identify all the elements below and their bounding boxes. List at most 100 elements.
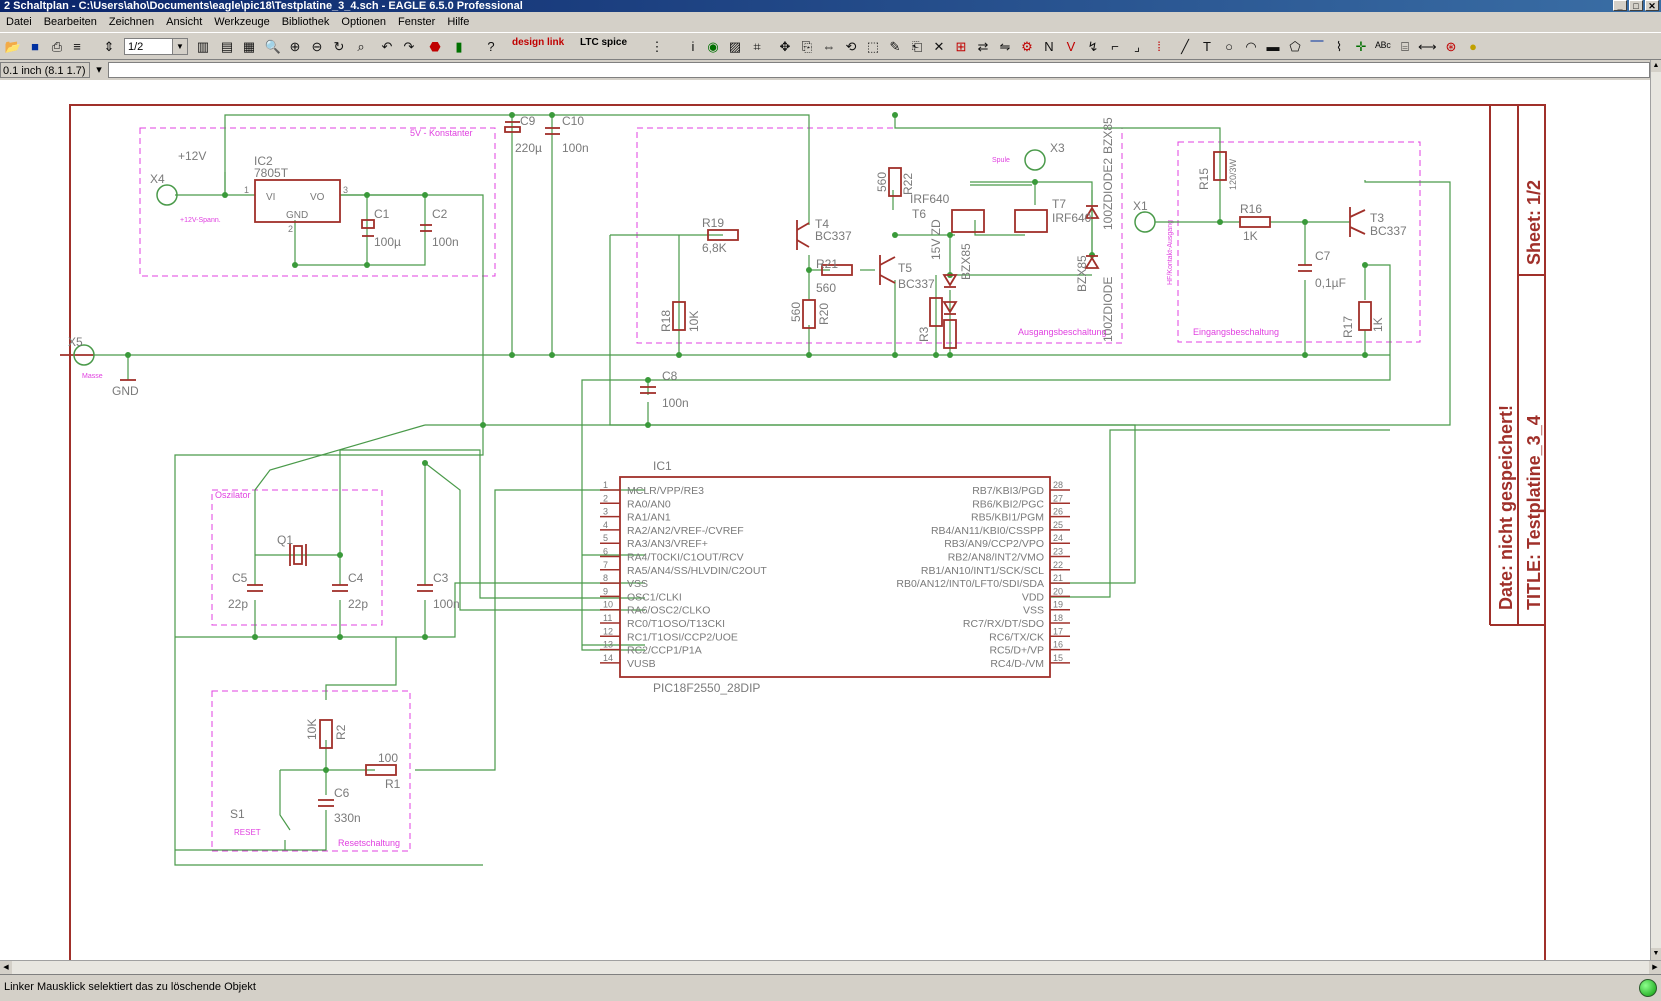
net-icon[interactable]: ⌇ [1335, 39, 1343, 54]
menu-ansicht[interactable]: Ansicht [166, 16, 203, 28]
help-icon[interactable]: ? [487, 39, 495, 54]
redraw-icon[interactable]: ↻ [333, 39, 345, 54]
dimension-icon[interactable]: ⟷ [1418, 39, 1437, 54]
zoom-in-icon[interactable]: ⊕ [289, 39, 301, 54]
scroll-up-icon[interactable]: ▲ [1651, 60, 1661, 72]
arc-icon[interactable]: ◠ [1245, 39, 1257, 54]
zoom-out-icon[interactable]: ⊖ [311, 39, 323, 54]
polygon-icon[interactable]: ⬠ [1289, 39, 1301, 54]
pic-pin-label: RB4/AN11/KBI0/CSSPP [931, 525, 1044, 537]
close-button[interactable]: ✕ [1645, 0, 1659, 11]
frame-sheet: Sheet: 1/2 [1524, 180, 1544, 265]
text-icon[interactable]: T [1203, 39, 1211, 54]
show-icon[interactable]: ◉ [707, 39, 719, 54]
pic-pin-label: RA0/AN0 [627, 498, 671, 510]
scroll-down-icon[interactable]: ▼ [1651, 948, 1661, 960]
delete-icon[interactable]: ✕ [933, 39, 945, 54]
pic-pin-label: RB7/KBI3/PGD [972, 485, 1044, 497]
schematic-canvas[interactable]: Date: nicht gespeichert! TITLE: Testplat… [0, 80, 1650, 960]
go-icon[interactable]: ▮ [455, 39, 463, 54]
script-icon[interactable]: ▤ [220, 39, 234, 54]
zoom-select-icon[interactable]: ⌕ [357, 39, 365, 54]
pic-pin-label: RC1/T1OSI/CCP2/UOE [627, 631, 738, 643]
group-icon[interactable]: ⬚ [866, 39, 880, 54]
sheet-select[interactable]: 1/2 ▼ [124, 38, 188, 55]
pinswap-icon[interactable]: ⇄ [977, 39, 989, 54]
menu-werkzeuge[interactable]: Werkzeuge [214, 16, 270, 28]
pin-vo: VO [310, 192, 325, 203]
ltc-spice-button[interactable]: LTC spice [580, 37, 628, 48]
wire-icon[interactable]: ╱ [1181, 39, 1189, 54]
menu-datei[interactable]: Datei [6, 16, 32, 28]
part-c10: C10 [562, 114, 584, 128]
zoom-fit-icon[interactable]: 🔍 [264, 39, 282, 54]
smash-icon[interactable]: ↯ [1087, 39, 1099, 54]
save-icon[interactable]: ■ [31, 39, 39, 54]
move-icon[interactable]: ✥ [779, 39, 791, 54]
part-t4-value: BC337 [815, 229, 852, 243]
minimize-button[interactable]: _ [1613, 0, 1627, 11]
open-icon[interactable]: 📂 [4, 39, 22, 54]
sheet-icon[interactable]: ⇕ [103, 39, 115, 54]
menu-zeichnen[interactable]: Zeichnen [108, 16, 155, 28]
part-r15: R15 [1197, 168, 1211, 190]
group-label-eingang: Eingangsbeschaltung [1193, 327, 1279, 337]
mark-icon[interactable]: ⌗ [753, 39, 761, 54]
invoke-icon[interactable]: ⁞ [1157, 39, 1161, 54]
library-icon[interactable]: ▥ [196, 39, 210, 54]
paste-icon[interactable]: ⎗ [911, 39, 923, 54]
attribute-icon[interactable]: ⌸ [1401, 39, 1409, 54]
part-t4: T4 [815, 217, 829, 231]
display-icon[interactable]: ▨ [728, 39, 742, 54]
scroll-right-icon[interactable]: ▶ [1649, 961, 1661, 974]
replace-icon[interactable]: ⇋ [999, 39, 1011, 54]
horizontal-scrollbar[interactable]: ◀ ▶ [0, 960, 1661, 974]
circle-icon[interactable]: ○ [1225, 39, 1233, 54]
warning-icon[interactable]: ● [1469, 39, 1477, 54]
name-icon[interactable]: N [1044, 39, 1054, 54]
split-icon[interactable]: ⌟ [1133, 39, 1141, 54]
part-c10-value: 100n [562, 141, 589, 155]
redo-icon[interactable]: ↷ [403, 39, 415, 54]
frame-date: Date: nicht gespeichert! [1496, 405, 1516, 610]
info-icon[interactable]: i [691, 39, 695, 54]
label-icon[interactable]: ᴬᴮᶜ [1375, 39, 1391, 54]
part-r18-value: 10K [687, 311, 701, 332]
stop-icon[interactable]: ⬣ [429, 39, 441, 54]
junction-icon[interactable]: ✛ [1355, 39, 1367, 54]
design-link-button[interactable]: design link [512, 37, 565, 48]
bus-icon[interactable]: ⎺ [1310, 39, 1324, 54]
erc-icon[interactable]: ⊛ [1445, 39, 1457, 54]
mirror-icon[interactable]: ⇔ [822, 39, 836, 54]
undo-icon[interactable]: ↶ [381, 39, 393, 54]
rect-icon[interactable]: ▬ [1266, 39, 1280, 54]
schematic-drawing[interactable]: Date: nicht gespeichert! TITLE: Testplat… [0, 80, 1650, 960]
gateswap-icon[interactable]: ⚙ [1021, 39, 1033, 54]
status-text: Linker Mausklick selektiert das zu lösch… [4, 981, 256, 993]
part-s1: S1 [230, 807, 245, 821]
pic-pin-number: 26 [1053, 507, 1063, 517]
dropdown-icon[interactable]: ▾ [96, 64, 102, 76]
pic-outline [619, 476, 1051, 678]
value-icon[interactable]: V [1066, 39, 1076, 54]
menu-bearbeiten[interactable]: Bearbeiten [43, 16, 97, 28]
command-input[interactable] [108, 62, 1650, 78]
cam-icon[interactable]: ≡ [73, 39, 81, 54]
menu-hilfe[interactable]: Hilfe [447, 16, 470, 28]
add-icon[interactable]: ⊞ [955, 39, 967, 54]
menu-optionen[interactable]: Optionen [341, 16, 387, 28]
miter-icon[interactable]: ⌐ [1111, 39, 1119, 54]
copy-icon[interactable]: ⎘ [801, 39, 813, 54]
pic-pin-number: 12 [603, 626, 613, 636]
scroll-left-icon[interactable]: ◀ [0, 961, 12, 974]
rotate-icon[interactable]: ⟲ [845, 39, 857, 54]
vertical-scrollbar[interactable]: ▲ ▼ [1650, 60, 1661, 960]
maximize-button[interactable]: □ [1629, 0, 1643, 11]
ulp-icon[interactable]: ▦ [242, 39, 256, 54]
menu-bibliothek[interactable]: Bibliothek [281, 16, 330, 28]
print-icon[interactable]: ⎙ [51, 39, 63, 54]
grid-icon[interactable]: ⋮ [650, 39, 664, 54]
change-icon[interactable]: ✎ [889, 39, 901, 54]
pic-pin-number: 3 [603, 507, 608, 517]
menu-fenster[interactable]: Fenster [398, 16, 436, 28]
